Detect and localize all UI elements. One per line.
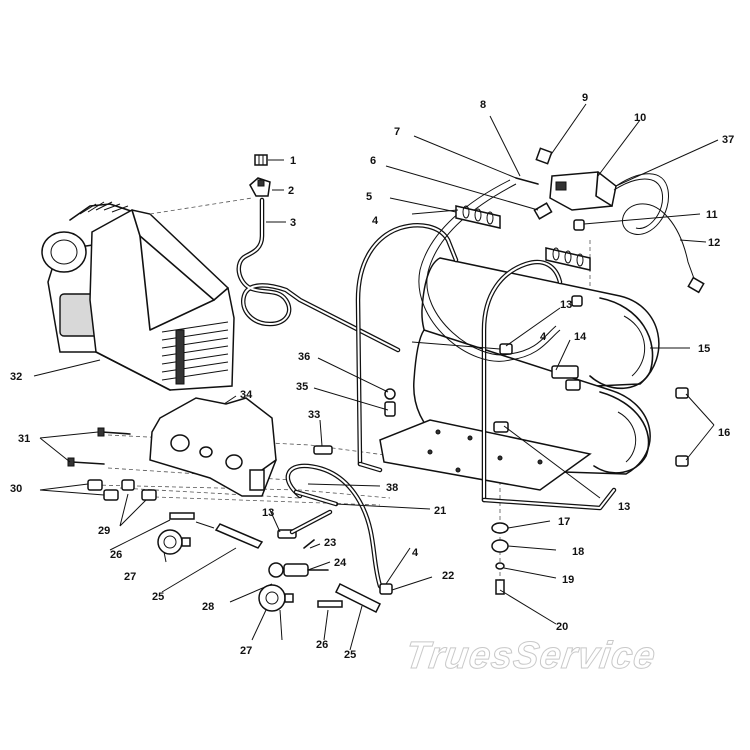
coil-discharge-tube	[236, 197, 401, 353]
callout-27: 27	[124, 571, 136, 583]
callout-37: 37	[722, 134, 734, 146]
callout-13: 13	[262, 507, 274, 519]
callout-4: 4	[540, 331, 547, 343]
callout-3: 3	[290, 217, 296, 229]
unloader	[535, 147, 553, 165]
callout-25: 25	[344, 649, 356, 661]
callout-31: 31	[18, 433, 30, 445]
callout-38: 38	[386, 482, 398, 494]
callout-1: 1	[290, 155, 296, 167]
callout-10: 10	[634, 112, 646, 124]
callout-23: 23	[324, 537, 336, 549]
leader-lines	[33, 103, 719, 651]
callout-4: 4	[412, 547, 419, 559]
tank-plug	[675, 387, 689, 399]
callout-4: 4	[372, 215, 379, 227]
callout-24: 24	[334, 557, 347, 569]
check-valve	[313, 445, 333, 455]
power-cord	[615, 173, 697, 285]
plug	[687, 276, 705, 294]
elbow-fitting	[249, 154, 271, 197]
hidden-line	[94, 484, 391, 499]
callout-18: 18	[572, 546, 584, 558]
handle-grip	[455, 205, 591, 271]
callout-32: 32	[10, 371, 22, 383]
callout-labels: 1 2 3 4 4 4 5 6 7 8 9 10 37 11 12 13 14 …	[10, 92, 734, 661]
callout-22: 22	[442, 570, 454, 582]
callout-12: 12	[708, 237, 720, 249]
pressure-gauge	[258, 584, 294, 612]
callout-36: 36	[298, 351, 310, 363]
callout-35: 35	[296, 381, 308, 393]
safety-valve	[384, 388, 396, 417]
manifold	[565, 379, 581, 391]
callout-30: 30	[10, 483, 22, 495]
pump-shroud	[41, 201, 235, 391]
hidden-line	[149, 197, 253, 215]
small-fitting	[277, 529, 315, 549]
washer	[495, 562, 505, 570]
pressure-gauge	[157, 529, 191, 555]
screw	[67, 427, 131, 467]
tank-plug	[675, 455, 689, 467]
hose-fitting	[379, 583, 393, 595]
callout-13: 13	[560, 299, 572, 311]
rubber-foot	[491, 539, 509, 553]
callout-11: 11	[706, 209, 718, 221]
callout-15: 15	[698, 343, 710, 355]
pin	[169, 512, 343, 608]
pressure-switch	[549, 171, 617, 211]
callout-7: 7	[394, 126, 400, 138]
air-hose	[285, 463, 387, 593]
callout-26: 26	[316, 639, 328, 651]
callout-5: 5	[366, 191, 372, 203]
callout-34: 34	[240, 389, 253, 401]
callout-26: 26	[110, 549, 122, 561]
valve-knob	[268, 562, 329, 578]
hidden-line	[154, 496, 381, 506]
manifold	[551, 365, 579, 379]
callout-33: 33	[308, 409, 320, 421]
front-panel	[149, 397, 277, 497]
regulator	[195, 521, 382, 614]
rubber-foot	[491, 522, 509, 534]
callout-2: 2	[288, 185, 294, 197]
callout-13: 13	[618, 501, 630, 513]
callout-6: 6	[370, 155, 376, 167]
callout-14: 14	[574, 331, 587, 343]
callout-21: 21	[434, 505, 446, 517]
callout-17: 17	[558, 516, 570, 528]
callout-16: 16	[718, 427, 730, 439]
tube-fitting	[515, 177, 539, 185]
handle-frame	[355, 223, 617, 511]
callout-8: 8	[480, 99, 486, 111]
drain-valve	[493, 421, 509, 433]
fitting	[571, 295, 583, 307]
callout-19: 19	[562, 574, 574, 586]
callout-25: 25	[152, 591, 164, 603]
power-cord	[613, 178, 664, 229]
fitting	[87, 479, 157, 501]
bolt	[495, 579, 505, 595]
callout-27: 27	[240, 645, 252, 657]
callout-9: 9	[582, 92, 588, 104]
watermark: TruesService	[403, 634, 659, 677]
callout-20: 20	[556, 621, 568, 633]
fitting	[573, 219, 585, 231]
callout-28: 28	[202, 601, 214, 613]
callout-29: 29	[98, 525, 110, 537]
elbow	[533, 202, 553, 220]
